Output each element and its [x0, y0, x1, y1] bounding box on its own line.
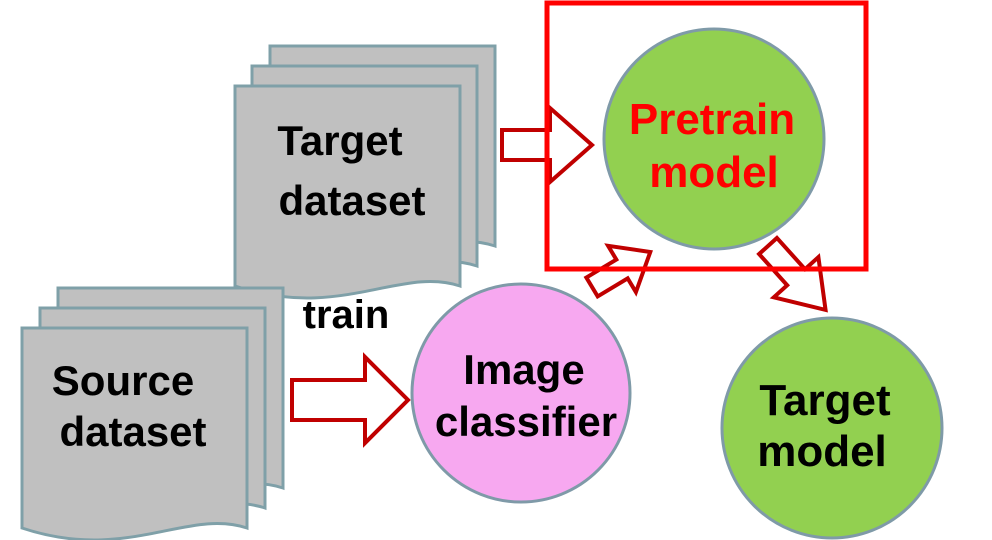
image-classifier-label-line2: classifier: [435, 398, 617, 445]
target-model-label-line1: Target: [759, 376, 891, 425]
target-dataset-label-line2: dataset: [278, 177, 425, 224]
source-dataset-label-line2: dataset: [59, 408, 206, 455]
arrow-pretrain-to-target: [756, 235, 828, 313]
arrow-source-to-classifier: [290, 352, 411, 448]
svg-text:train: train: [303, 293, 390, 337]
svg-text:Target: Target: [759, 376, 891, 425]
svg-text:Pretrain: Pretrain: [629, 95, 795, 144]
target-dataset-stack: Target dataset: [233, 44, 497, 300]
image-classifier-label-line1: Image: [463, 346, 584, 393]
target-model-label-line2: model: [757, 427, 887, 476]
svg-text:Source: Source: [52, 357, 194, 404]
train-label: train: [303, 293, 390, 337]
svg-text:dataset: dataset: [278, 177, 425, 224]
svg-text:Image: Image: [463, 346, 584, 393]
svg-text:model: model: [757, 427, 887, 476]
svg-text:Target: Target: [277, 117, 402, 164]
pretrain-highlight-box: [544, 0, 869, 272]
pretrain-model-node: Pretrain model: [602, 27, 826, 251]
image-classifier-node: Image classifier: [410, 282, 632, 504]
target-model-node: Target model: [720, 316, 944, 540]
pretrain-model-label-line1: Pretrain: [629, 95, 795, 144]
source-dataset-stack: Source dataset: [20, 286, 285, 540]
pretrain-model-label-line2: model: [649, 148, 779, 197]
source-dataset-label-line1: Source: [52, 357, 194, 404]
svg-text:classifier: classifier: [435, 398, 617, 445]
svg-text:dataset: dataset: [59, 408, 206, 455]
svg-text:model: model: [649, 148, 779, 197]
target-dataset-label-line1: Target: [277, 117, 402, 164]
